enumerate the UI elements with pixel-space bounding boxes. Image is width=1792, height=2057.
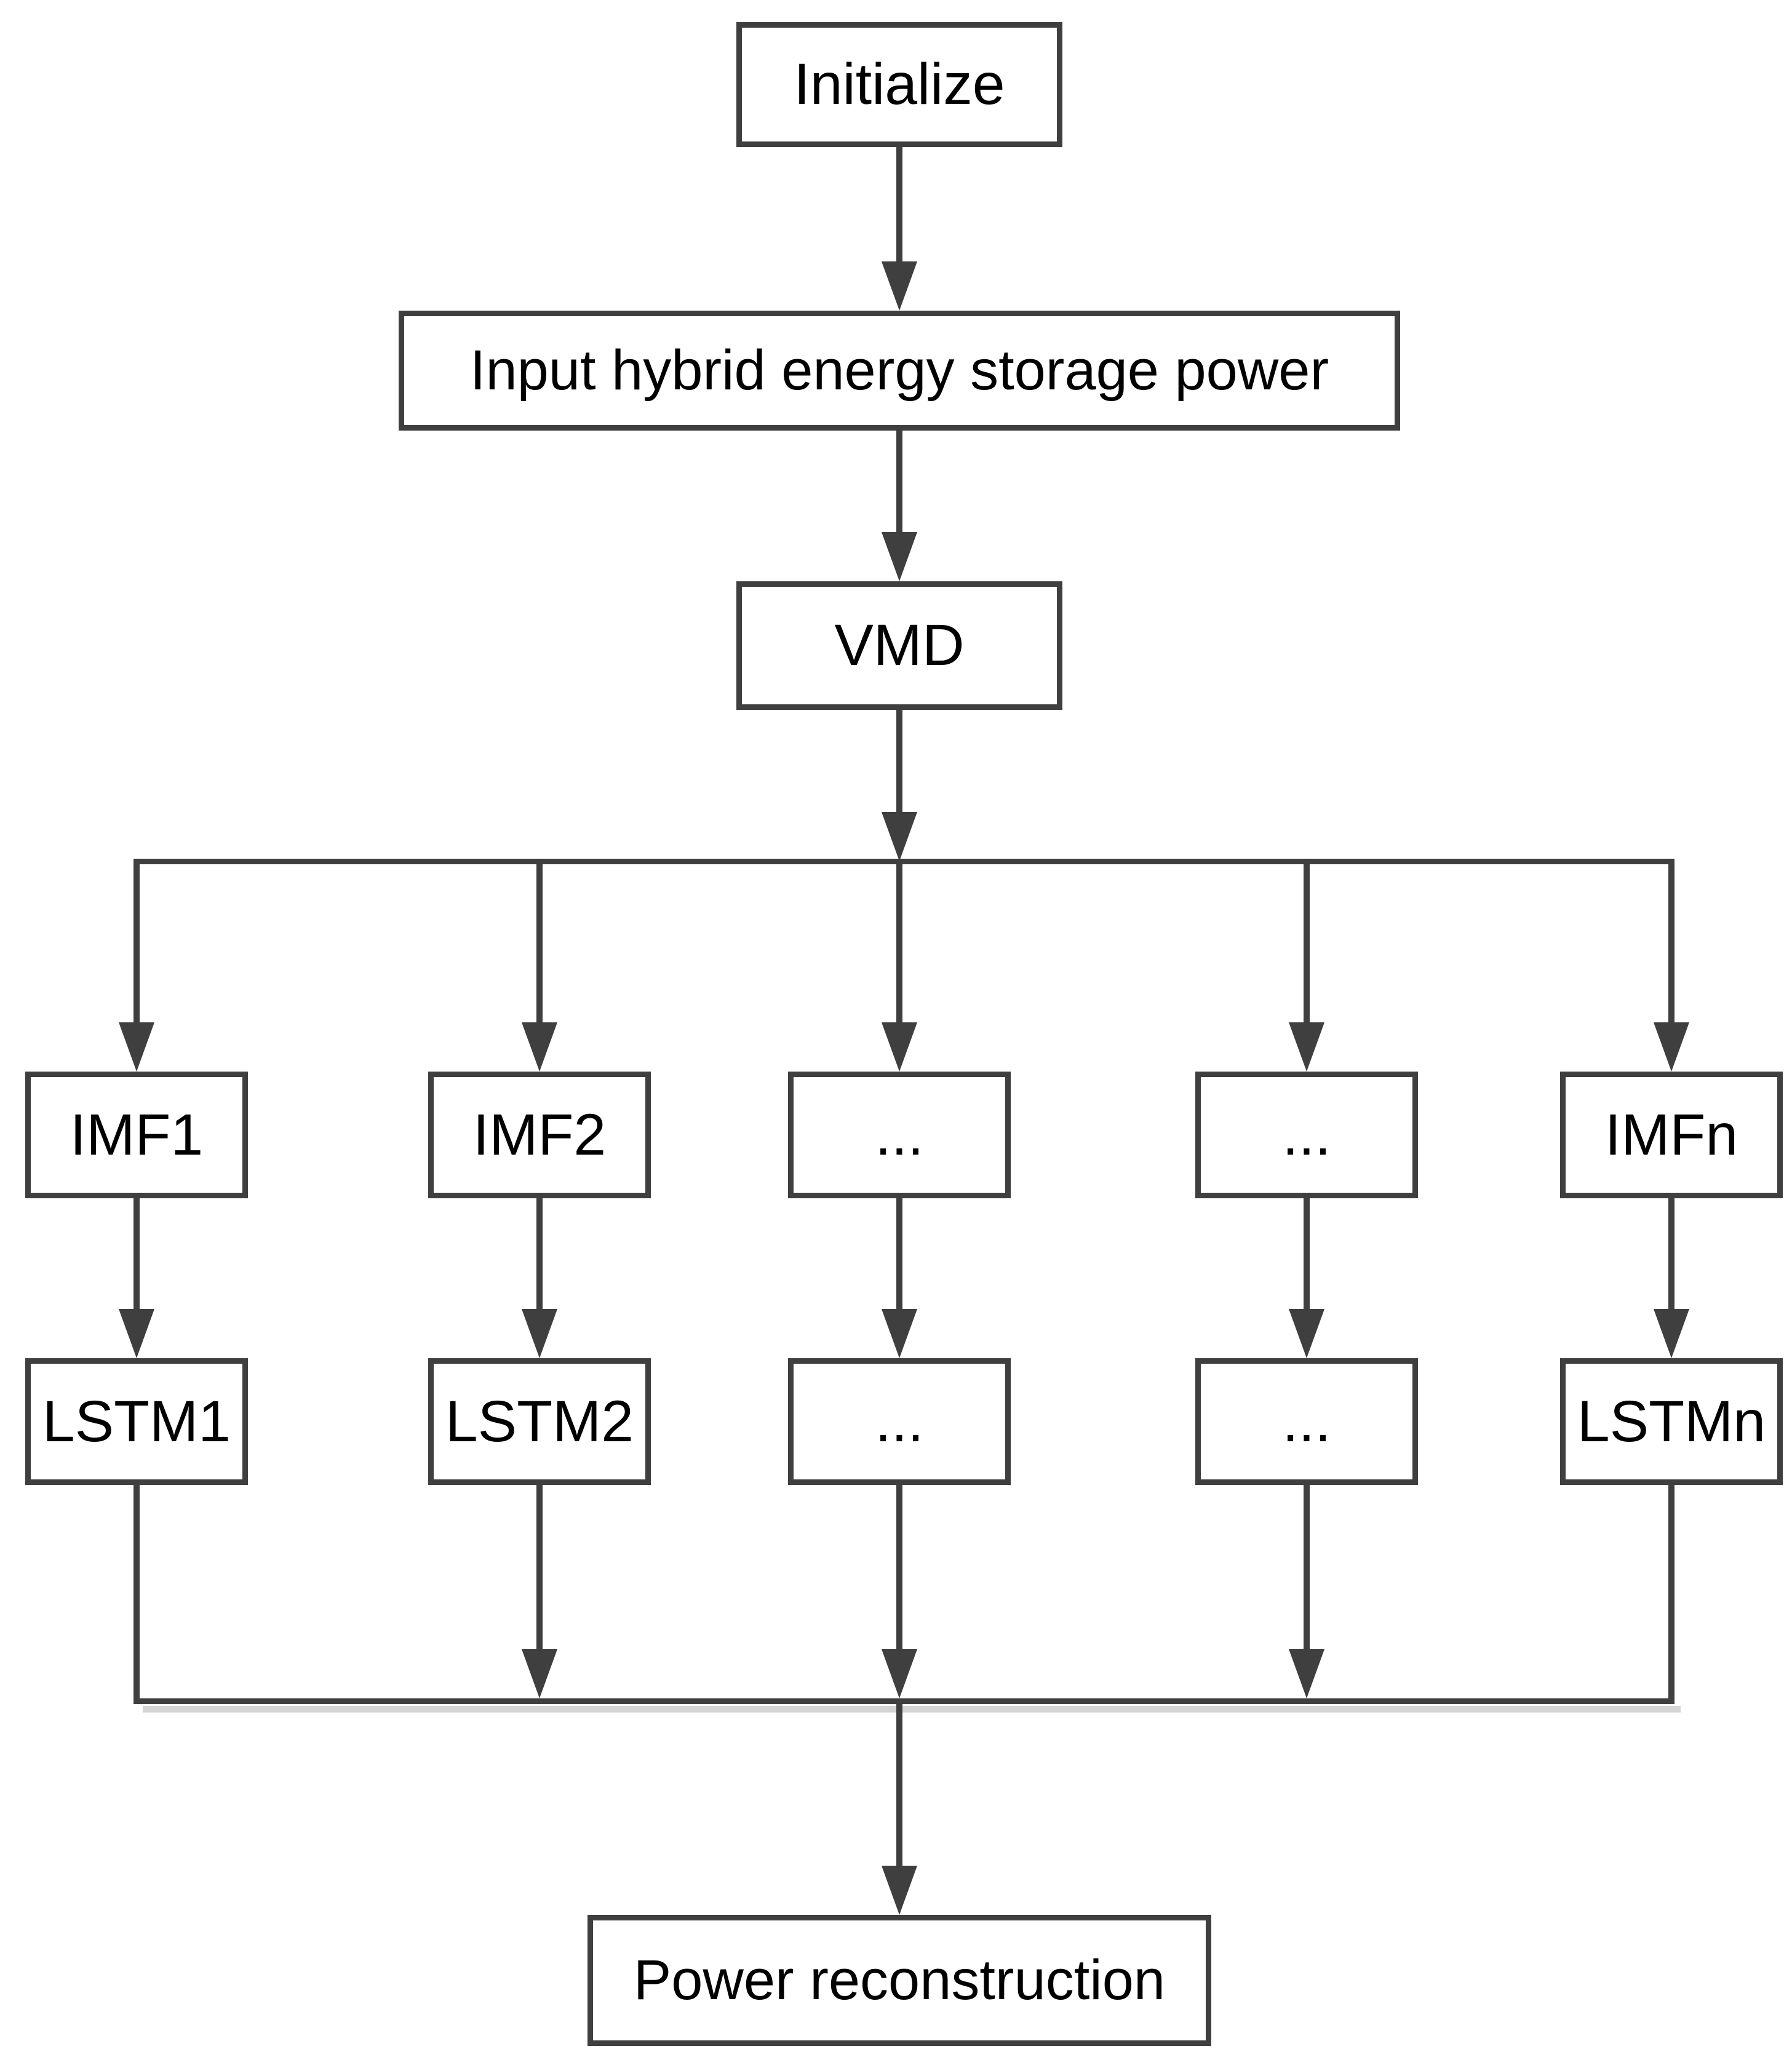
distribution-line [133,859,1675,864]
arrowhead-lstm4-collector [1289,1649,1324,1698]
arrowhead-imf1-lstm1 [119,1309,154,1358]
node-imf-ellipsis-b-label: ... [1282,1102,1331,1168]
arrowhead-branch-imf5 [1654,1022,1689,1072]
arrowhead-lstm3-collector [882,1649,917,1698]
node-vmd-label: VMD [834,613,965,678]
arrowhead-branch-imf2 [522,1022,557,1072]
edge-lstm4-collector [1304,1485,1310,1649]
node-lstm-ellipsis-b: ... [1195,1358,1418,1485]
edge-imf3-lstm3 [896,1198,902,1309]
edge-lstm5-collector [1668,1485,1675,1704]
node-lstm2: LSTM2 [428,1358,651,1485]
node-lstmn: LSTMn [1560,1358,1783,1485]
node-imf2-label: IMF2 [472,1102,607,1168]
edge-vmd-distribution [896,710,902,812]
collector-line [133,1698,1675,1704]
node-imfn-label: IMFn [1604,1102,1738,1168]
edge-imf2-lstm2 [536,1198,543,1309]
edge-branch-imf3 [896,864,902,1022]
edge-branch-imf1 [133,864,140,1022]
edge-collector-power [896,1704,902,1866]
node-imf-ellipsis-b: ... [1195,1072,1418,1198]
edge-imf1-lstm1 [133,1198,140,1309]
arrowhead-imf2-lstm2 [522,1309,557,1358]
node-power-reconstruction-label: Power reconstruction [633,1949,1166,2011]
edge-imf4-lstm4 [1304,1198,1310,1309]
node-lstm-ellipsis-a-label: ... [875,1388,924,1454]
node-lstm-ellipsis-b-label: ... [1282,1388,1331,1454]
node-imfn: IMFn [1560,1072,1783,1198]
node-imf1: IMF1 [25,1072,248,1198]
arrowhead-branch-imf4 [1289,1022,1324,1072]
node-imf2: IMF2 [428,1072,651,1198]
arrowhead-imf3-lstm3 [882,1309,917,1358]
edge-imf5-lstm5 [1668,1198,1675,1309]
edge-branch-imf4 [1304,864,1310,1022]
arrowhead-branch-imf1 [119,1022,154,1072]
arrowhead-imf4-lstm4 [1289,1309,1324,1358]
node-lstm1-label: LSTM1 [42,1388,231,1454]
node-vmd: VMD [736,581,1062,710]
edge-lstm2-collector [536,1485,543,1649]
node-lstm-ellipsis-a: ... [788,1358,1011,1485]
arrowhead-input-vmd [882,532,917,581]
node-lstmn-label: LSTMn [1577,1388,1766,1454]
edge-lstm3-collector [896,1485,902,1649]
node-lstm2-label: LSTM2 [445,1388,634,1454]
node-input-power: Input hybrid energy storage power [399,311,1400,431]
arrowhead-collector-power [882,1866,917,1915]
node-imf1-label: IMF1 [70,1102,204,1168]
collector-line-shadow [143,1706,1681,1713]
node-power-reconstruction: Power reconstruction [587,1915,1211,2046]
arrowhead-imf5-lstm5 [1654,1309,1689,1358]
node-imf-ellipsis-a-label: ... [875,1102,924,1168]
node-initialize: Initialize [736,22,1062,147]
edge-lstm1-collector [133,1485,140,1704]
edge-branch-imf2 [536,864,543,1022]
node-input-power-label: Input hybrid energy storage power [469,339,1329,402]
edge-branch-imf5 [1668,864,1675,1022]
edge-input-vmd [896,431,902,532]
node-initialize-label: Initialize [794,52,1005,117]
arrowhead-branch-imf3 [882,1022,917,1072]
edge-initialize-input [896,147,902,261]
arrowhead-initialize-input [882,261,917,311]
arrowhead-lstm2-collector [522,1649,557,1698]
arrowhead-vmd-distribution [882,812,917,861]
node-lstm1: LSTM1 [25,1358,248,1485]
node-imf-ellipsis-a: ... [788,1072,1011,1198]
